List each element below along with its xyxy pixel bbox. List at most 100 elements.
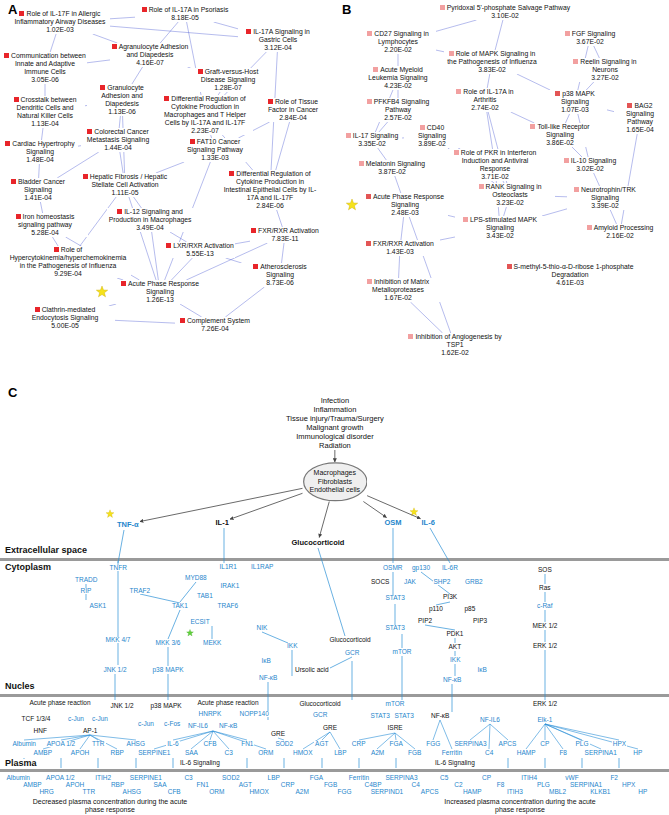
node-value: 4.23E-02 — [359, 82, 437, 90]
pathway-node: Granulocyte Adhesion and Diapedesis1.13E… — [87, 84, 157, 116]
molecule-label: GRE — [322, 725, 338, 732]
connector — [87, 60, 110, 63]
node-title: Pyridoxal 5'-phosphate Salvage Pathway — [426, 4, 584, 12]
molecule-label: AP-1 — [82, 728, 98, 735]
compartment-label: Plasma — [4, 759, 38, 768]
gene-label: CP — [481, 775, 492, 782]
connector — [440, 237, 455, 240]
node-value: 3.35E-02 — [343, 140, 401, 148]
node-value: 3.10E-02 — [426, 12, 584, 20]
node-title: Acute Myeloid Leukemia Signaling — [359, 66, 437, 82]
star-marker — [187, 629, 194, 636]
node-value: 1.67E-02 — [354, 294, 442, 302]
gene-label: APOH — [65, 782, 85, 789]
membrane-bar — [0, 558, 669, 561]
gene-label: vWF — [564, 775, 579, 782]
node-value: 1.07E-03 — [544, 106, 606, 114]
molecule-label: PIP2 — [417, 618, 433, 625]
molecule-label: Acute phase reaction — [197, 700, 260, 707]
gene-label: SAA — [184, 750, 199, 757]
node-value: 1.13E-06 — [88, 108, 156, 116]
gene-label: IRAK1 — [220, 583, 241, 590]
pathway-node: Hepatic Fibrosis / Hepatic Stellate Cell… — [80, 173, 170, 197]
pathway-node: Inhibition of Matrix Metalloproteases1.6… — [353, 278, 443, 302]
gene-label: AMBP — [33, 750, 53, 757]
molecule-label: Glucocorticoid — [329, 637, 372, 644]
connector — [120, 152, 123, 173]
gene-label: Elk-1 — [537, 717, 554, 724]
gene-label: TTR — [82, 789, 97, 796]
footnote: Decreased plasma concentration during th… — [25, 798, 195, 814]
gene-label: KLKB1 — [589, 789, 611, 796]
node-value: 3.27E-02 — [566, 74, 644, 82]
gene-label: F8 — [558, 750, 568, 757]
node-title: Role of Tissue Factor in Cancer — [263, 98, 323, 114]
pathway-node: Role of IL-17A in Psoriasis8.18E-05 — [135, 6, 235, 22]
gene-label: MKK 4/7 — [105, 637, 132, 644]
gene-label: FGG — [337, 789, 353, 796]
gene-label: HPX — [612, 741, 627, 748]
node-title: Acute Phase Response Signaling — [111, 280, 209, 296]
gene-label: HNRPK — [198, 711, 223, 718]
pathway-node: FGF Signaling3.67E-02 — [555, 30, 625, 46]
pathway-node: Acute Phase Response Signaling2.48E-03 — [362, 193, 448, 217]
connector — [115, 320, 175, 323]
molecule-label: p110 — [428, 606, 444, 613]
star-marker — [96, 286, 107, 297]
gene-fan-lines — [24, 720, 638, 749]
node-value: 2.74E-02 — [450, 104, 520, 112]
node-title: TNF-α — [117, 520, 139, 529]
pathway-node: IL-17 Signaling3.35E-02 — [342, 132, 402, 148]
pathway-node: Acute Myeloid Leukemia Signaling4.23E-02 — [358, 66, 438, 90]
gene-label: FGA — [309, 775, 324, 782]
gene-label: ITIH2 — [94, 775, 112, 782]
node-value: 3.02E-02 — [561, 165, 619, 173]
gene-label: TAB1 — [196, 593, 214, 600]
node-value: 3.86E-02 — [521, 139, 599, 147]
gene-label: AMBP — [22, 782, 42, 789]
gene-label: C4 — [411, 782, 421, 789]
pathway-node: Role of IL-17F in Allergic Inflammatory … — [10, 10, 110, 34]
star-marker — [106, 510, 114, 518]
connector — [363, 502, 386, 518]
gene-label: IκB — [477, 667, 488, 674]
gene-label: c-Jun — [91, 716, 109, 723]
node-value: 4.16E-07 — [111, 59, 189, 67]
connector — [401, 217, 404, 240]
pathway-node: BAG2 Signaling Pathway1.65E-04 — [614, 102, 666, 134]
connector — [378, 148, 387, 160]
connector — [367, 496, 420, 519]
gene-label: SERPINE1 — [137, 750, 171, 757]
gene-label: Ferritin — [348, 775, 370, 782]
pathway-node: LPS-stimulated MAPK Signaling3.43E-02 — [455, 216, 545, 240]
gene-label: mTOR — [392, 649, 413, 656]
pathway-node: CD40 Signaling3.89E-02 — [404, 124, 460, 148]
pathway-node: p38 MAPK Signaling1.07E-03 — [543, 90, 607, 114]
connector — [487, 74, 490, 88]
gene-label: HRG — [38, 789, 54, 796]
connector — [594, 46, 600, 58]
molecule-label: SOCS — [370, 579, 390, 586]
connector — [410, 302, 442, 333]
pathway-node: LXR/RXR Activation5.55E-13 — [165, 242, 235, 258]
node-title: Colorectal Cancer Metastasis Signaling — [82, 128, 154, 144]
gene-label: C5 — [439, 775, 449, 782]
node-title: Toll-like Receptor Signaling — [521, 123, 599, 139]
gene-label: STAT3 — [385, 595, 406, 602]
connector — [170, 232, 187, 242]
pathway-node: Colorectal Cancer Metastasis Signaling1.… — [81, 128, 155, 152]
gene-label: TTR — [91, 741, 106, 748]
node-title: IL-17A Signaling in Gastric Cells — [239, 28, 317, 44]
connector — [555, 196, 567, 197]
gene-label: TRAF2 — [129, 588, 152, 595]
gene-label: CRP — [351, 741, 367, 748]
gene-label: C4 — [484, 750, 494, 757]
pathway-node: Agranulocyte Adhesion and Diapedesis4.16… — [110, 43, 190, 67]
pathway-node: S-methyl-5-thio-α-D-ribose 1-phosphate D… — [495, 263, 645, 287]
gene-label: SERPINA1 — [584, 750, 618, 757]
node-value: 2.23E-07 — [158, 127, 252, 135]
connector — [586, 82, 594, 90]
panel-letter: A — [8, 3, 17, 16]
gene-label: APOH — [70, 750, 90, 757]
node-title: BAG2 Signaling Pathway — [615, 102, 665, 126]
